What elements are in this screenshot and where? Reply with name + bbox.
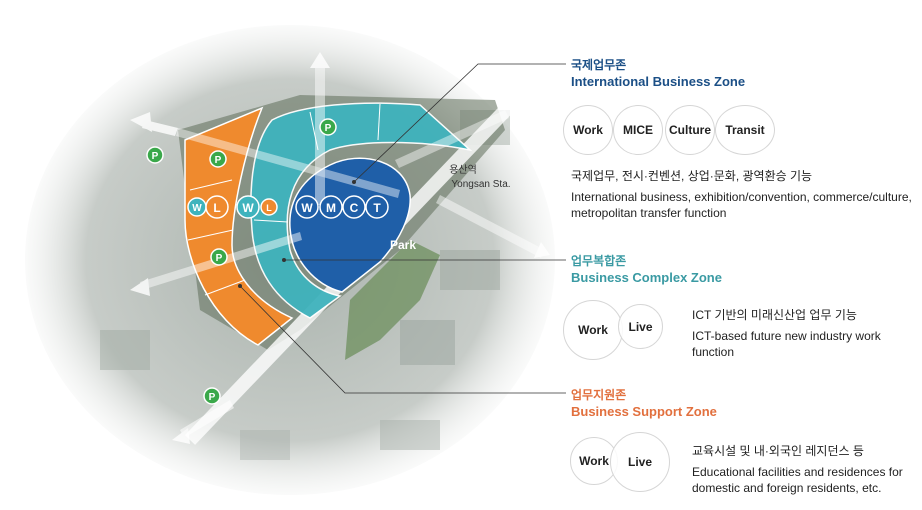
svg-text:P: P (152, 151, 159, 162)
orange-zone-divider (187, 229, 234, 241)
zone-complex: 업무복합존 Business Complex Zone (571, 253, 921, 287)
svg-text:W: W (242, 201, 254, 215)
marker-w: W (187, 197, 207, 217)
zone-support: 업무지원존 Business Support Zone (571, 387, 921, 421)
marker-t: T (365, 195, 389, 219)
station-label-ko: 용산역 (449, 164, 477, 176)
orange-zone-divider (204, 279, 246, 296)
parking-icon: P (203, 387, 221, 405)
site-map: P P P P P W L W L W M C T 용산역 Yongsan St… (25, 25, 555, 495)
function-circle: Culture (665, 105, 715, 155)
orange-zone-divider (189, 179, 233, 191)
function-circles-support: Work Live (570, 432, 670, 492)
function-circles-international: Work MICE Culture Transit (563, 105, 803, 155)
marker-c: C (342, 195, 366, 219)
description-en: ICT-based future new industry work funct… (692, 329, 881, 359)
svg-text:P: P (215, 155, 222, 166)
function-circles-complex: Work Live (563, 300, 663, 360)
parking-icon: P (319, 118, 337, 136)
teal-zone-divider (253, 219, 289, 223)
parking-markers: P P P P P (146, 118, 337, 405)
zone-title-en: International Business Zone (571, 74, 746, 89)
function-circle: MICE (613, 105, 663, 155)
function-circle: Work (563, 105, 613, 155)
function-circle: Work (563, 300, 623, 360)
description-ko: ICT 기반의 미래신산업 업무 기능 (692, 308, 857, 322)
description-ko: 교육시설 및 내·외국인 레지던스 등 (692, 444, 864, 458)
svg-text:P: P (216, 253, 223, 264)
svg-text:W: W (301, 201, 313, 215)
marker-w: W (236, 195, 260, 219)
svg-text:P: P (209, 392, 216, 403)
teal-zone-divider (309, 111, 319, 151)
marker-w: W (295, 195, 319, 219)
svg-text:M: M (326, 201, 336, 215)
svg-text:T: T (373, 201, 381, 215)
zone-title-ko: 국제업무존 (571, 58, 627, 72)
parking-icon: P (210, 248, 228, 266)
zone-description-complex: ICT 기반의 미래신산업 업무 기능 ICT-based future new… (692, 307, 917, 360)
function-circle: Live (610, 432, 670, 492)
svg-text:L: L (213, 201, 220, 215)
zone-description-support: 교육시설 및 내·외국인 레지던스 등 Educational faciliti… (692, 443, 922, 496)
svg-text:W: W (192, 203, 202, 214)
marker-l: L (260, 198, 278, 216)
function-circle: Transit (715, 105, 775, 155)
marker-m: M (319, 195, 343, 219)
description-ko: 국제업무, 전시·컨벤션, 상업·문화, 광역환승 기능 (571, 169, 813, 183)
station-label-en: Yongsan Sta. (451, 179, 510, 190)
zone-title-ko: 업무지원존 (571, 388, 627, 402)
orange-zone-markers: W L (187, 195, 229, 219)
svg-text:L: L (266, 203, 272, 213)
core-markers: W M C T (295, 195, 389, 219)
marker-l: L (205, 195, 229, 219)
zone-title-ko: 업무복합존 (571, 254, 627, 268)
zone-international: 국제업무존 International Business Zone (571, 57, 921, 91)
teal-zone-markers: W L (236, 195, 278, 219)
park-label: Park (390, 238, 416, 252)
description-en: International business, exhibition/conve… (571, 190, 912, 220)
zone-title-en: Business Support Zone (571, 404, 717, 419)
zone-title-en: Business Complex Zone (571, 270, 722, 285)
description-en: Educational facilities and residences fo… (692, 465, 903, 495)
parking-icon: P (209, 150, 227, 168)
zone-description-international: 국제업무, 전시·컨벤션, 상업·문화, 광역환승 기능 Internation… (571, 168, 916, 221)
parking-icon: P (146, 146, 164, 164)
function-circle: Live (618, 304, 663, 349)
svg-text:C: C (350, 201, 359, 215)
svg-text:P: P (325, 123, 332, 134)
